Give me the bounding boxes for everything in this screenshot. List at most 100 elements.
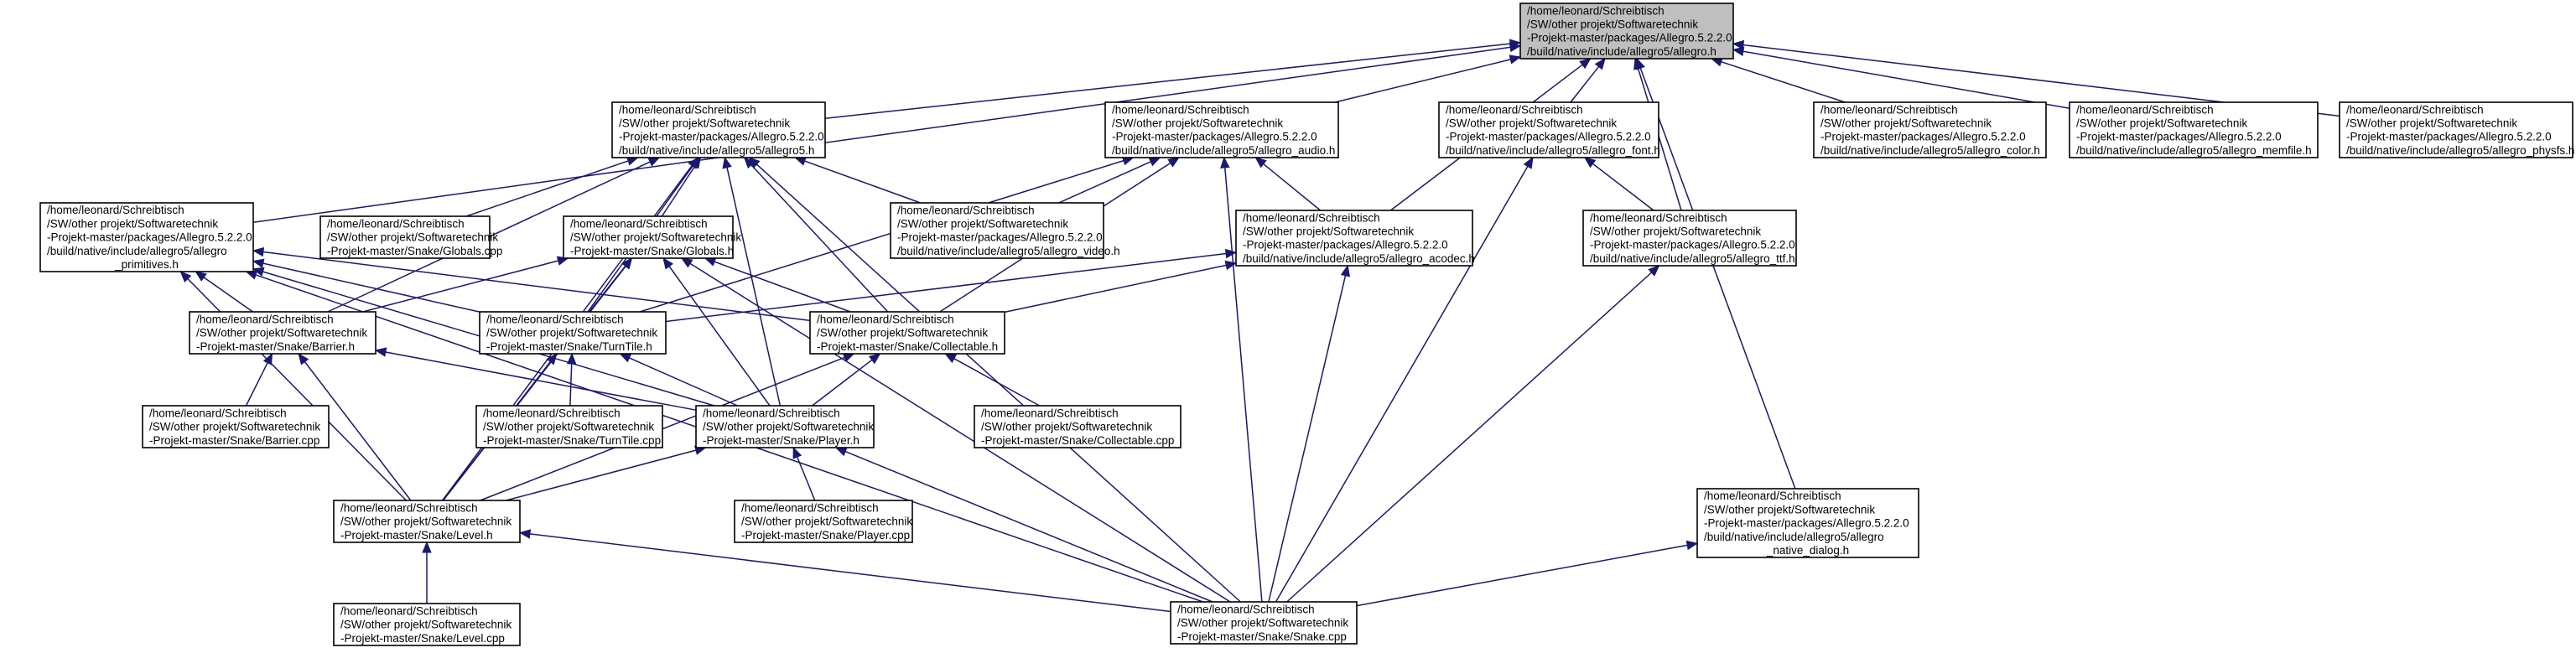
edge-line — [1224, 167, 1263, 603]
node-label-line: /SW/other projekt/Softwaretechnik — [570, 231, 741, 244]
edge-allegro_color_h-to-allegro_h — [1710, 57, 1846, 103]
node-label-line: -Projekt-master/Snake/TurnTile.cpp — [483, 434, 661, 447]
node-label-line: /home/leonard/Schreibtisch — [2346, 103, 2484, 116]
edge-line — [1286, 272, 1653, 603]
arrowhead — [1224, 260, 1238, 271]
edge-allegro_primitives_h-to-allegro_h — [252, 42, 1522, 224]
node-allegro-font-h[interactable]: /home/leonard/Schreibtisch/SW/other proj… — [1438, 101, 1660, 158]
edge-line — [262, 262, 480, 313]
node-box — [563, 215, 734, 259]
edge-line — [665, 252, 1227, 323]
node-label-line: /SW/other projekt/Softwaretechnik — [2076, 117, 2247, 130]
node-turntile-h[interactable]: /home/leonard/Schreibtisch/SW/other proj… — [479, 311, 667, 355]
node-label-line: /home/leonard/Schreibtisch — [570, 217, 708, 230]
node-label-line: -Projekt-master/packages/Allegro.5.2.2.0 — [1112, 131, 1317, 143]
arrowhead — [262, 352, 273, 365]
node-allegro-physfs-h[interactable]: /home/leonard/Schreibtisch/SW/other proj… — [2339, 101, 2574, 158]
node-label-line: -Projekt-master/Snake/Level.h — [340, 529, 493, 542]
node-collectable-cpp[interactable]: /home/leonard/Schreibtisch/SW/other proj… — [974, 405, 1182, 448]
node-barrier-cpp[interactable]: /home/leonard/Schreibtisch/SW/other proj… — [142, 405, 330, 448]
node-label-line: /home/leonard/Schreibtisch — [981, 407, 1119, 419]
edge-line — [569, 363, 573, 407]
node-label-line: -Projekt-master/packages/Allegro.5.2.2.0 — [1590, 239, 1795, 251]
node-collectable-h[interactable]: /home/leonard/Schreibtisch/SW/other proj… — [809, 311, 1005, 355]
arrowhead — [546, 352, 558, 365]
node-label-line: /SW/other projekt/Softwaretechnik — [897, 218, 1068, 231]
edge-line — [1637, 68, 1682, 211]
node-box — [1170, 601, 1358, 645]
arrowhead — [619, 353, 632, 363]
arrowhead — [743, 157, 756, 169]
node-allegro-native-dialog-h[interactable]: /home/leonard/Schreibtisch/SW/other proj… — [1696, 488, 1919, 558]
edge-allegro_video_h-to-allegro_audio_h — [1058, 157, 1161, 204]
arrowhead — [704, 257, 717, 267]
node-box — [333, 500, 521, 543]
node-label-line: /home/leonard/Schreibtisch — [1446, 103, 1583, 116]
node-box — [611, 101, 826, 158]
arrowhead — [748, 157, 761, 168]
nodes-layer: /home/leonard/Schreibtisch/SW/other proj… — [39, 3, 2574, 646]
edge-line — [1592, 163, 1654, 211]
node-allegro-color-h[interactable]: /home/leonard/Schreibtisch/SW/other proj… — [1813, 101, 2047, 158]
edge-line — [812, 359, 873, 407]
node-label-line: /home/leonard/Schreibtisch — [196, 313, 334, 325]
arrowhead — [179, 271, 192, 282]
node-player-cpp[interactable]: /home/leonard/Schreibtisch/SW/other proj… — [734, 500, 913, 543]
node-allegro-video-h[interactable]: /home/leonard/Schreibtisch/SW/other proj… — [890, 202, 1120, 259]
node-label-line: /home/leonard/Schreibtisch — [1590, 211, 1727, 224]
edge-allegro_audio_h-to-allegro_h — [1334, 54, 1522, 103]
node-label-line: /home/leonard/Schreibtisch — [703, 407, 840, 419]
edge-line — [824, 43, 1511, 119]
node-label-line: /SW/other projekt/Softwaretechnik — [327, 231, 498, 244]
node-label-line: -Projekt-master/packages/Allegro.5.2.2.0 — [1446, 131, 1651, 143]
node-label-line: /build/native/include/allegro5/allegro — [47, 245, 227, 257]
node-allegro-audio-h[interactable]: /home/leonard/Schreibtisch/SW/other proj… — [1104, 101, 1339, 158]
arrowhead — [792, 446, 802, 459]
node-allegro5-h[interactable]: /home/leonard/Schreibtisch/SW/other proj… — [611, 101, 826, 158]
node-barrier-h[interactable]: /home/leonard/Schreibtisch/SW/other proj… — [189, 311, 377, 355]
node-snake-cpp[interactable]: /home/leonard/Schreibtisch/SW/other proj… — [1170, 601, 1358, 645]
node-allegro-ttf-h[interactable]: /home/leonard/Schreibtisch/SW/other proj… — [1582, 210, 1797, 267]
node-allegro-memfile-h[interactable]: /home/leonard/Schreibtisch/SW/other proj… — [2069, 101, 2319, 158]
edge-line — [1334, 59, 1511, 103]
arrowhead — [252, 246, 265, 257]
node-label-line: /home/leonard/Schreibtisch — [483, 407, 621, 419]
node-level-cpp[interactable]: /home/leonard/Schreibtisch/SW/other proj… — [333, 603, 521, 646]
edge-collectable_h-to-allegro_primitives_h — [252, 246, 811, 322]
node-label-line: /home/leonard/Schreibtisch — [1820, 103, 1958, 116]
node-label-line: /build/native/include/allegro5/allegro_m… — [2076, 144, 2312, 157]
node-label-line: -Projekt-master/Snake/Collectable.h — [817, 340, 998, 353]
node-box — [1813, 101, 2047, 158]
edge-line — [844, 450, 1213, 603]
node-globals-h[interactable]: /home/leonard/Schreibtisch/SW/other proj… — [563, 215, 741, 259]
node-label-line: -Projekt-master/Snake/Snake.cpp — [1177, 630, 1347, 643]
node-label-line: -Projekt-master/packages/Allegro.5.2.2.0 — [1527, 32, 1732, 44]
node-label-line: /home/leonard/Schreibtisch — [619, 103, 756, 116]
node-level-h[interactable]: /home/leonard/Schreibtisch/SW/other proj… — [333, 500, 521, 543]
arrowhead — [195, 271, 207, 282]
arrowhead — [1579, 58, 1592, 70]
node-allegro-acodec-h[interactable]: /home/leonard/Schreibtisch/SW/other proj… — [1235, 210, 1475, 267]
node-turntile-cpp[interactable]: /home/leonard/Schreibtisch/SW/other proj… — [475, 405, 663, 448]
node-label-line: /SW/other projekt/Softwaretechnik — [1177, 617, 1348, 630]
node-label-line: /build/native/include/allegro5/allegro_a… — [1112, 144, 1335, 157]
node-box — [39, 202, 254, 272]
edge-collectable_h-to-allegro5_h — [743, 157, 889, 313]
edge-allegro_video_h-to-allegro5_h — [794, 156, 921, 204]
node-label-line: /build/native/include/allegro5/allegro — [1704, 531, 1884, 543]
node-globals-cpp[interactable]: /home/leonard/Schreibtisch/SW/other proj… — [319, 215, 502, 259]
edge-allegro_memfile_h-to-allegro_h — [1732, 46, 2070, 109]
arrowhead — [1523, 156, 1534, 169]
edge-line — [385, 351, 697, 411]
node-label-line: /SW/other projekt/Softwaretechnik — [1590, 225, 1761, 238]
arrowhead — [621, 257, 633, 270]
node-label-line: -Projekt-master/packages/Allegro.5.2.2.0 — [2076, 131, 2282, 143]
arrowhead — [662, 257, 673, 270]
node-label-line: /SW/other projekt/Softwaretechnik — [196, 327, 367, 339]
node-label-line: /build/native/include/allegro5/allegro_a… — [1243, 252, 1475, 265]
node-player-h[interactable]: /home/leonard/Schreibtisch/SW/other proj… — [695, 405, 875, 448]
node-allegro-primitives-h[interactable]: /home/leonard/Schreibtisch/SW/other proj… — [39, 202, 254, 272]
node-label-line: -Projekt-master/Snake/Barrier.cpp — [149, 434, 319, 447]
edge-allegro_font_h-to-allegro_h — [1570, 57, 1606, 103]
node-label-line: /home/leonard/Schreibtisch — [149, 407, 287, 419]
